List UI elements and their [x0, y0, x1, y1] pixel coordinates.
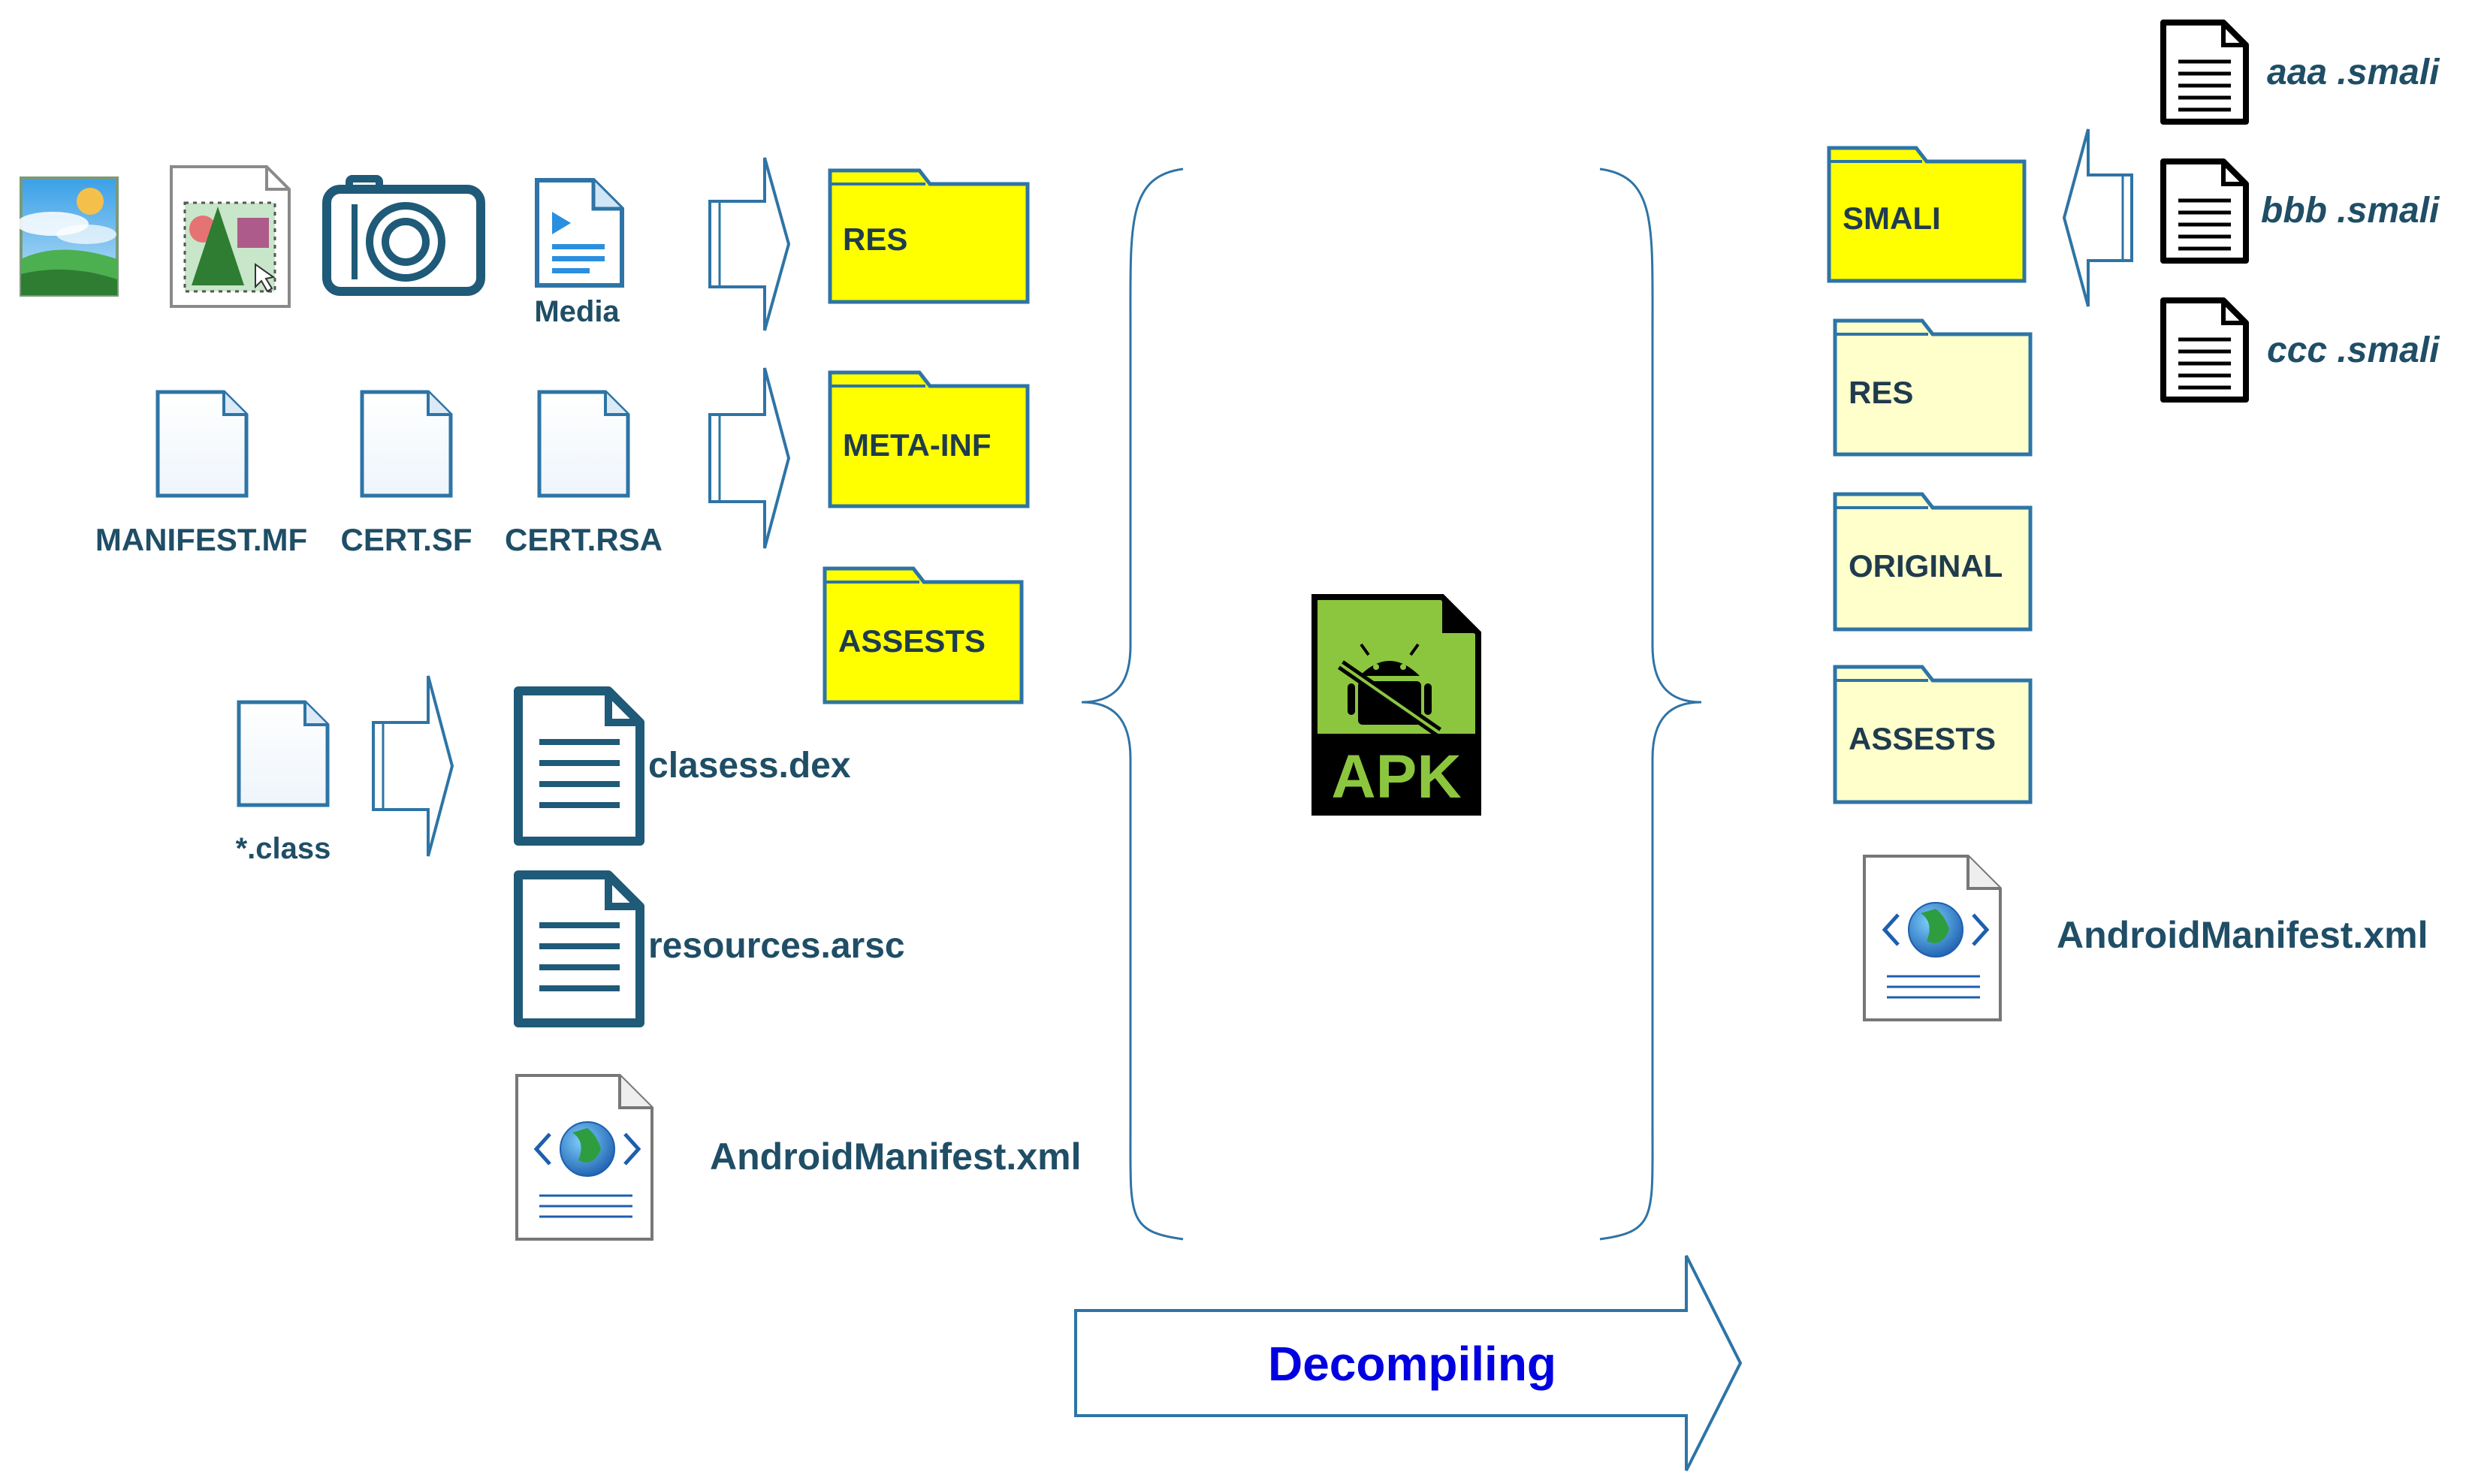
android-apk-file-icon: [1311, 594, 1481, 816]
folder-label-output-assests: ASSESTS: [1849, 721, 1996, 756]
cert-rsa-file-icon: [537, 390, 630, 498]
cert-sf-file-icon: [360, 390, 453, 498]
dex-document-icon: [514, 686, 644, 846]
android-robot-icon: [1338, 643, 1441, 737]
camera-icon: [322, 175, 485, 296]
landscape-image-icon: [17, 176, 119, 297]
arrow-smali-to-folder: [2062, 128, 2133, 307]
smali-file-icon-ccc: [2160, 297, 2249, 403]
class-label: *.class: [236, 832, 331, 865]
decompiling-label: Decompiling: [1268, 1337, 1556, 1391]
right-curly-brace: [1599, 167, 1702, 1241]
arrow-class-to-dex: [372, 675, 454, 857]
cert-sf-label: CERT.SF: [340, 522, 472, 557]
folder-icon-assests: [823, 566, 1024, 704]
manifest-mf-file-icon: [155, 390, 249, 498]
dex-label: clasess.dex: [648, 746, 851, 786]
smali-label-ccc: ccc .smali: [2267, 330, 2440, 370]
class-file-icon: [237, 700, 330, 807]
image-edit-icon: [170, 165, 291, 308]
folder-label-res: RES: [843, 222, 907, 257]
smali-label-bbb: bbb .smali: [2261, 191, 2440, 231]
smali-label-aaa: aaa .smali: [2267, 53, 2440, 92]
folder-label-assests: ASSESTS: [838, 623, 985, 659]
folder-icon-smali: [1827, 146, 2027, 283]
folder-label-smali: SMALI: [1843, 201, 1941, 236]
folder-label-meta-inf: META-INF: [843, 427, 992, 463]
output-xml-document-icon: [1863, 855, 2002, 1021]
media-file-icon: [535, 178, 624, 288]
arsc-document-icon: [514, 870, 644, 1027]
apk-label: APK: [1331, 743, 1461, 811]
folder-label-output-res: RES: [1849, 375, 1913, 410]
folder-icon-meta-inf: [828, 370, 1030, 508]
folder-icon-output-assests: [1833, 665, 2033, 804]
smali-file-icon-aaa: [2160, 20, 2249, 125]
folder-icon-original: [1833, 492, 2033, 632]
source-xml-document-icon: [515, 1074, 653, 1241]
folder-label-original: ORIGINAL: [1849, 548, 2003, 584]
cert-rsa-label: CERT.RSA: [505, 522, 663, 557]
media-label: Media: [534, 295, 620, 328]
output-manifest-label: AndroidManifest.xml: [2057, 914, 2428, 956]
decompiling-arrow: [1074, 1255, 1743, 1471]
smali-file-icon-bbb: [2160, 158, 2249, 264]
left-curly-brace: [1081, 167, 1184, 1241]
source-manifest-label: AndroidManifest.xml: [710, 1136, 1081, 1178]
manifest-mf-label: MANIFEST.MF: [95, 522, 307, 557]
folder-icon-res: [828, 168, 1030, 304]
arrow-meta-to-metainf: [708, 367, 791, 549]
arsc-label: resources.arsc: [648, 926, 905, 966]
arrow-media-to-res: [708, 157, 791, 331]
folder-icon-output-res: [1833, 318, 2033, 457]
